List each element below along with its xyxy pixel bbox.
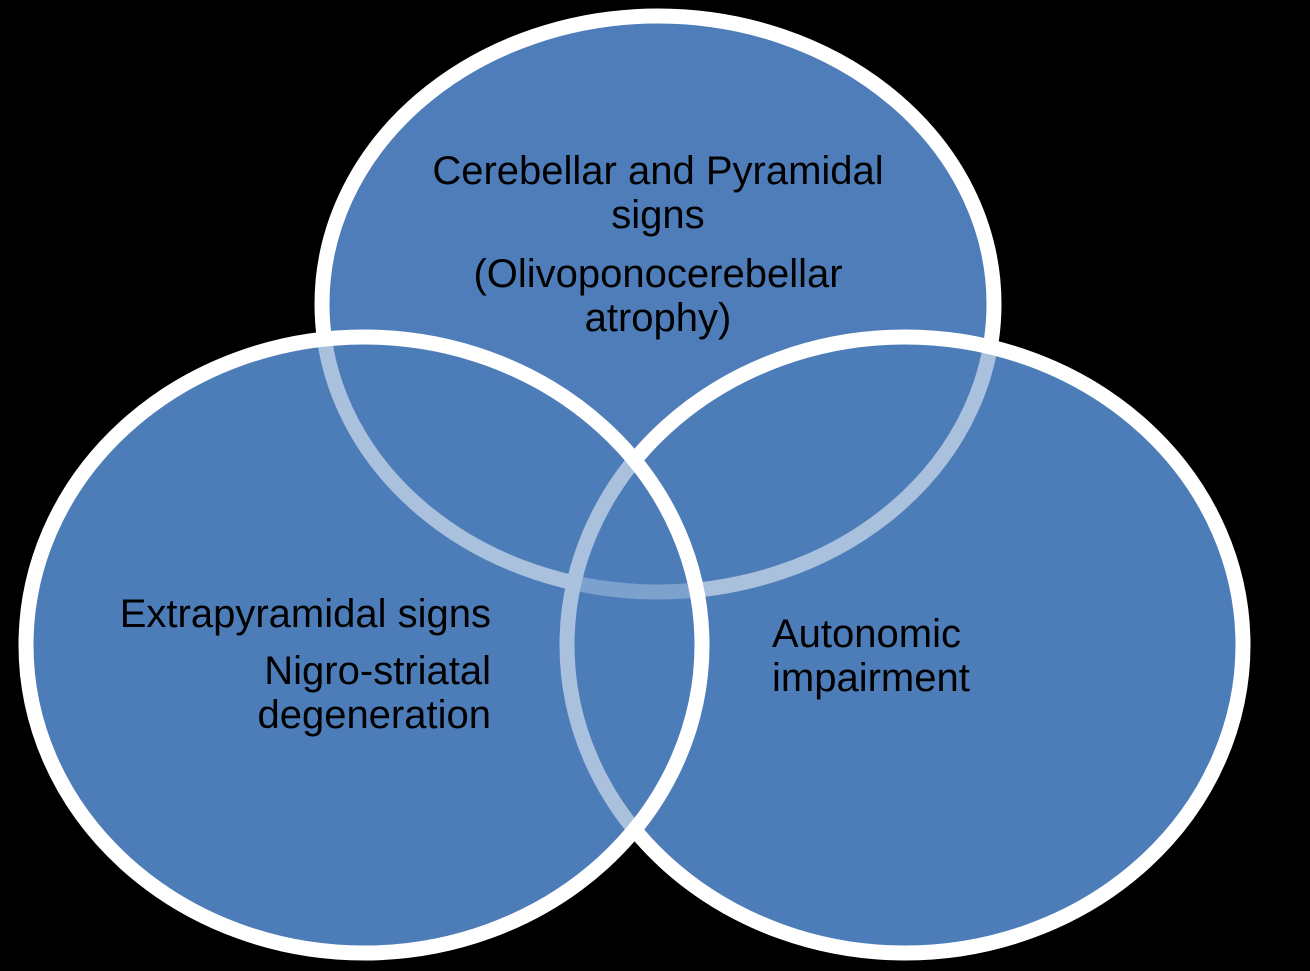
venn-label-bottom-right: Autonomic impairment xyxy=(772,612,1027,700)
venn-label-bottom-left-line-1: Extrapyramidal signs xyxy=(119,592,491,636)
venn-circle-top-stroke xyxy=(314,8,1002,600)
venn-label-bottom-left-line-2: Nigro-striatal degeneration xyxy=(257,649,491,737)
venn-label-top: Cerebellar and Pyramidal signs (Olivopon… xyxy=(398,149,918,340)
venn-label-bottom-right-line-1: Autonomic impairment xyxy=(772,612,970,700)
venn-label-top-line-2: (Olivoponocerebellar atrophy) xyxy=(473,252,843,340)
venn-label-bottom-left: Extrapyramidal signs Nigro-striatal dege… xyxy=(71,592,491,737)
venn-circle-right-stroke xyxy=(559,329,1251,961)
venn-label-top-line-1: Cerebellar and Pyramidal signs xyxy=(432,149,884,237)
venn-circle-right-tint-overlay xyxy=(567,337,1243,953)
venn-circle-right-fill xyxy=(567,337,1243,953)
venn-circle-left-stroke xyxy=(18,329,710,961)
venn-circle-left-tint-overlay xyxy=(26,337,702,953)
venn-circle-left-fill xyxy=(26,337,702,953)
